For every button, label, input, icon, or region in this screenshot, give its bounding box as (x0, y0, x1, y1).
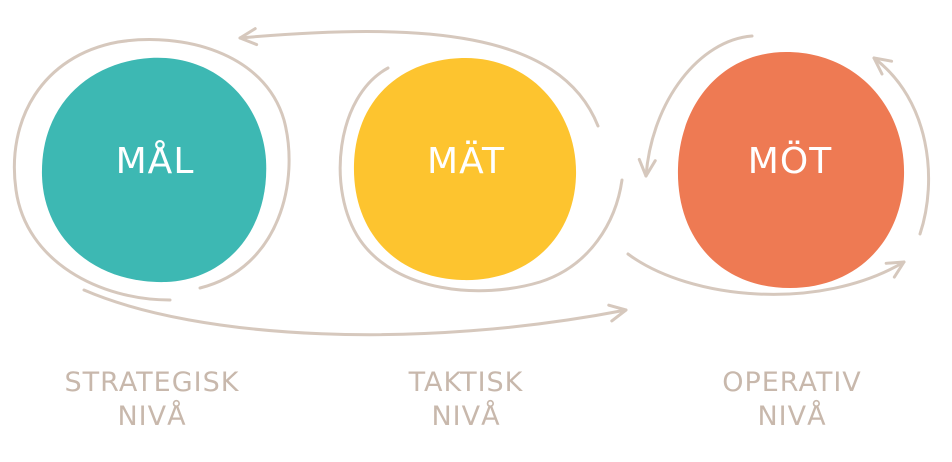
strategic-level-caption: STRATEGISK NIVÅ (22, 366, 282, 434)
operative-level-line1: OPERATIV (722, 367, 862, 398)
forward-arrow-bottom (82, 288, 628, 337)
tactical-blob (353, 57, 577, 281)
tactical-level-line2: NIVÅ (431, 401, 501, 432)
operative-blob (677, 51, 905, 288)
operative-lower-arrow (626, 252, 906, 296)
strategic-orbit-ring (12, 38, 291, 302)
feedback-arrow-top (238, 27, 600, 128)
operative-level-caption: OPERATIV NIVÅ (662, 366, 922, 434)
operative-entry-arrow (637, 34, 754, 178)
operative-level-line2: NIVÅ (757, 401, 827, 432)
tactical-level-line1: TAKTISK (408, 367, 524, 398)
tactical-level-caption: TAKTISK NIVÅ (336, 366, 596, 434)
operative-return-arrow (872, 56, 931, 236)
strategic-level-line1: STRATEGISK (64, 367, 240, 398)
operative-blob-label: MÖT (748, 140, 832, 182)
tactical-orbit-ring (338, 66, 624, 293)
strategic-level-line2: NIVÅ (117, 401, 187, 432)
strategic-blob (41, 57, 267, 283)
tactical-blob-label: MÄT (427, 140, 505, 182)
strategic-blob-label: MÅL (116, 139, 195, 182)
